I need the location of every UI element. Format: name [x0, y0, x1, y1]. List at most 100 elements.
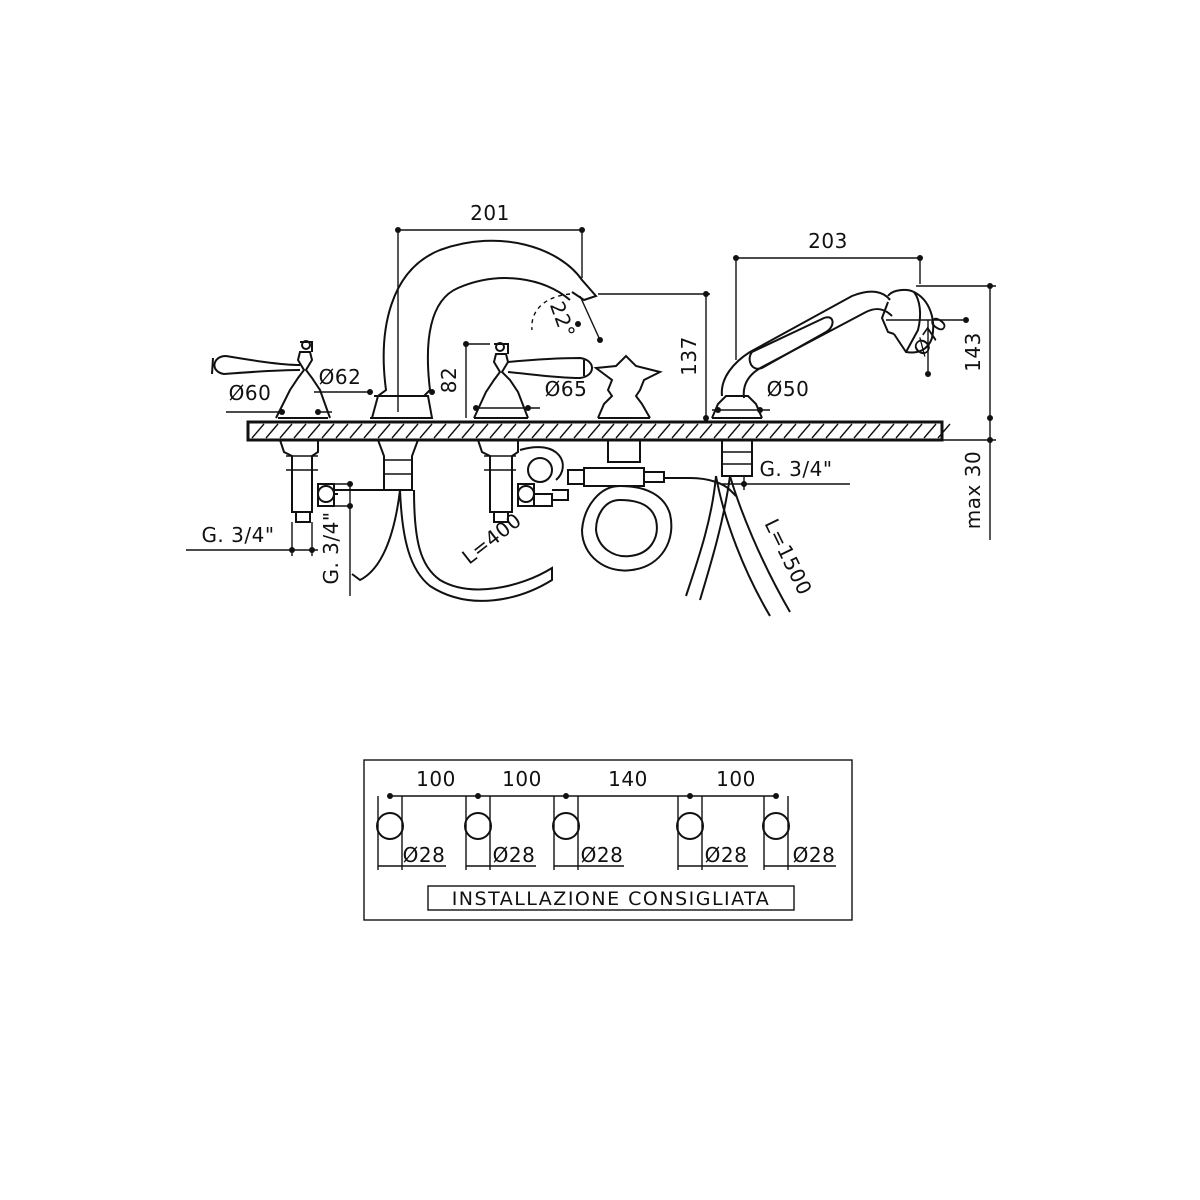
- hoses: [334, 446, 791, 617]
- plan-title: INSTALLAZIONE CONSIGLIATA: [452, 888, 771, 910]
- deck-plate: [246, 420, 951, 442]
- right-valve: [473, 342, 593, 523]
- elevation-view: 201 203 137 143 82 max 30 22° Ø60 Ø62 Ø6…: [186, 201, 996, 617]
- hatch-line: [909, 423, 923, 439]
- hole-2-diameter: Ø28: [493, 843, 536, 867]
- hatch-line: [433, 423, 447, 439]
- hatch-line: [307, 423, 321, 439]
- hatch-line: [699, 423, 713, 439]
- dim-thread-vertical: G. 3/4": [319, 511, 343, 584]
- hatch-line: [811, 423, 825, 439]
- dim-handle-height: 82: [437, 367, 461, 393]
- hatch-line: [279, 423, 293, 439]
- hatch-line: [783, 423, 797, 439]
- hatch-line: [741, 423, 755, 439]
- hatch-line: [559, 423, 573, 439]
- plan-title-box: [427, 885, 795, 911]
- hatch-line: [517, 423, 531, 439]
- dim-dia-spout-base: Ø62: [319, 365, 362, 389]
- dim-thread-left: G. 3/4": [201, 523, 274, 547]
- hatch-line: [391, 423, 405, 439]
- hatch-line: [629, 423, 643, 439]
- spacing-4: 100: [716, 767, 756, 791]
- spacing-2: 100: [502, 767, 542, 791]
- dim-hose-long: L=1500: [760, 515, 817, 599]
- hole-4-diameter: Ø28: [705, 843, 748, 867]
- hatch-line: [545, 423, 559, 439]
- spacing-tick: [475, 793, 481, 799]
- hatch-line: [895, 423, 909, 439]
- spacing-tick: [563, 793, 569, 799]
- hatch-line: [853, 423, 867, 439]
- dim-spout-reach: 201: [470, 201, 510, 225]
- installation-plan: 100 100 140 100 Ø28 Ø28 Ø28 Ø28 Ø28: [363, 759, 853, 921]
- dim-spout-angle: 22°: [545, 298, 580, 341]
- left-valve: [211, 340, 335, 523]
- hatch-line: [377, 423, 391, 439]
- hatch-line: [867, 423, 881, 439]
- hatch-line: [615, 423, 629, 439]
- shower-holder: [711, 395, 763, 477]
- spacing-tick: [687, 793, 693, 799]
- hole-5-diameter: Ø28: [793, 843, 836, 867]
- hatch-line: [475, 423, 489, 439]
- hole-3-diameter: Ø28: [581, 843, 624, 867]
- hole-2: Ø28: [464, 796, 536, 870]
- dim-dia-handle-right: Ø65: [545, 377, 588, 401]
- hatch-line: [363, 423, 377, 439]
- dim-shower-reach: 203: [808, 229, 848, 253]
- hatch-line: [405, 423, 419, 439]
- hatch-line: [265, 423, 279, 439]
- hatch-line: [447, 423, 461, 439]
- hatch-line: [419, 423, 433, 439]
- hatch-line: [531, 423, 545, 439]
- spacing-3: 140: [608, 767, 648, 791]
- hatch-line: [321, 423, 335, 439]
- hatch-line: [825, 423, 839, 439]
- hatch-line: [349, 423, 363, 439]
- hatch-line: [881, 423, 895, 439]
- hole-3: Ø28: [552, 796, 624, 870]
- plan-frame: [363, 759, 853, 921]
- hatch-line: [587, 423, 601, 439]
- hole-1-diameter: Ø28: [403, 843, 446, 867]
- hatch-line: [461, 423, 475, 439]
- hole-4: Ø28: [676, 796, 748, 870]
- hatch-line: [657, 423, 671, 439]
- hatch-line: [643, 423, 657, 439]
- hatch-line: [573, 423, 587, 439]
- dim-max-deck: max 30: [961, 451, 985, 529]
- dim-hose-short: L=400: [457, 508, 526, 569]
- dim-spout-height: 137: [677, 336, 701, 376]
- hole-5: Ø28: [762, 796, 836, 870]
- dimension-lines: [186, 227, 996, 596]
- hole-1: Ø28: [376, 796, 446, 870]
- hatch-line: [755, 423, 769, 439]
- hatch-line: [839, 423, 853, 439]
- dim-dia-handle-left: Ø60: [229, 381, 272, 405]
- hand-shower: [720, 288, 935, 399]
- hatch-line: [923, 423, 937, 439]
- hatch-line: [713, 423, 727, 439]
- dim-dia-shower-base: Ø50: [767, 377, 810, 401]
- hatch-line: [293, 423, 307, 439]
- dim-thread-right: G. 3/4": [759, 457, 832, 481]
- hatch-line: [685, 423, 699, 439]
- hatch-line: [601, 423, 615, 439]
- hatch-line: [937, 423, 951, 439]
- hatch-line: [797, 423, 811, 439]
- spacing-tick: [387, 793, 393, 799]
- hatch-line: [503, 423, 517, 439]
- hatch-line: [489, 423, 503, 439]
- dim-shower-height: 143: [961, 332, 985, 372]
- diverter: [567, 354, 665, 487]
- hatch-line: [671, 423, 685, 439]
- hatch-line: [251, 423, 265, 439]
- spout: [370, 239, 598, 491]
- hatch-line: [727, 423, 741, 439]
- dimension-labels: 201 203 137 143 82 max 30 22° Ø60 Ø62 Ø6…: [201, 201, 985, 599]
- hatch-line: [335, 423, 349, 439]
- spacing-tick: [773, 793, 779, 799]
- hatch-line: [769, 423, 783, 439]
